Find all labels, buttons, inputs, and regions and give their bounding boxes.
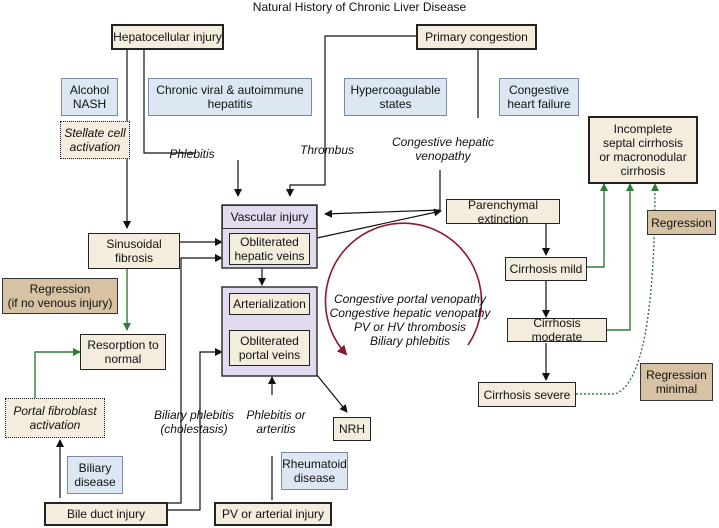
box-bile-duct-injury: Bile duct injury — [44, 502, 168, 526]
box-biliary-disease: Biliary disease — [67, 456, 123, 494]
green-arrow-mild-to-incomplete — [587, 183, 608, 268]
box-regression: Regression — [647, 210, 716, 235]
label-congestive-hepatic-venopathy: Congestive hepatic venopathy — [391, 135, 495, 163]
box-congestive-heart-failure: Congestive heart failure — [499, 78, 579, 116]
box-resorption-to-normal: Resorption to normal — [80, 334, 166, 370]
box-regression-minimal: Regression minimal — [640, 363, 713, 401]
green-arrow-moderate-to-incomplete — [607, 183, 634, 331]
box-rheumatoid-disease: Rheumatoid disease — [281, 452, 348, 490]
box-cirrhosis-severe: Cirrhosis severe — [478, 382, 576, 407]
box-sinusoidal-fibrosis: Sinusoidal fibrosis — [88, 233, 180, 269]
box-primary-congestion: Primary congestion — [416, 24, 537, 50]
arrow-thrombus-to-vascular — [286, 35, 416, 197]
box-regression-if-no-venous-injury: Regression (if no venous injury) — [2, 278, 118, 314]
label-phlebitis: Phlebitis — [169, 147, 215, 161]
arrow-hepatic-to-parenchymal — [316, 208, 442, 239]
box-arterialization: Arterialization — [229, 293, 310, 315]
label-thrombus: Thrombus — [299, 143, 355, 157]
arrow-phlebitis-to-vascular — [143, 50, 238, 196]
arrow-portal-to-nrh — [316, 374, 348, 413]
arrow-venopathy-to-vascular — [325, 50, 479, 214]
box-obliterated-portal-veins: Obliterated portal veins — [229, 330, 310, 366]
box-hepatocellular-injury: Hepatocellular injury — [111, 24, 224, 50]
box-nrh: NRH — [333, 417, 371, 441]
box-chronic-viral: Chronic viral & autoimmune hepatitis — [148, 78, 312, 116]
arrow-bile-to-portal — [168, 348, 223, 511]
diagram-title: Natural History of Chronic Liver Disease — [252, 0, 467, 14]
box-incomplete-septal-cirrhosis: Incomplete septal cirrhosis or macronodu… — [588, 116, 698, 184]
box-cirrhosis-moderate: Cirrhosis moderate — [507, 316, 607, 344]
box-cirrhosis-mild: Cirrhosis mild — [505, 257, 587, 281]
box-parenchymal-extinction: Parenchymal extinction — [446, 198, 560, 226]
box-hypercoagulable: Hypercoagulable states — [344, 78, 447, 116]
green-arrow-fibroblast-to-resorption — [34, 348, 81, 398]
box-obliterated-hepatic-veins: Obliterated hepatic veins — [229, 233, 310, 265]
box-stellate-cell-activation: Stellate cell activation — [60, 121, 130, 159]
label-cycle-causes: Congestive portal venopathy Congestive h… — [329, 292, 491, 348]
red-cycle-arrow — [324, 222, 483, 356]
box-vascular-injury: Vascular injury — [222, 205, 317, 229]
arrow-bile-to-hepatic — [168, 254, 223, 504]
box-portal-fibroblast-activation: Portal fibroblast activation — [5, 398, 105, 438]
box-pv-or-arterial-injury: PV or arterial injury — [214, 502, 332, 526]
box-alcohol-nash: Alcohol NASH — [61, 78, 118, 116]
label-biliary-phlebitis: Biliary phlebitis (cholestasis) — [153, 408, 235, 436]
label-phlebitis-or-arteritis: Phlebitis or arteritis — [246, 408, 306, 436]
